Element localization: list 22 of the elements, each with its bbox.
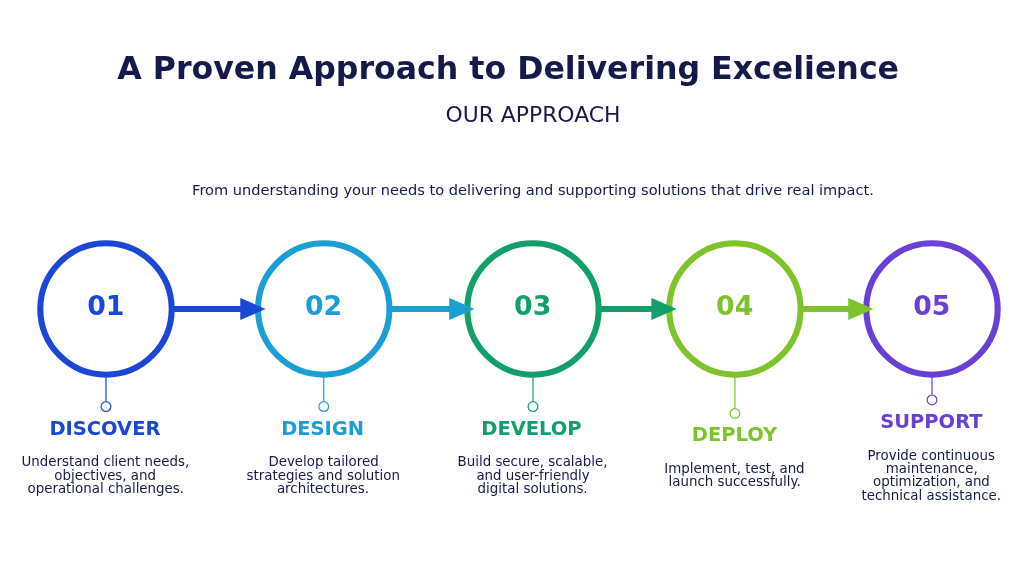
node-circle: 04 bbox=[666, 240, 804, 378]
label: From understanding your needs to delivering and supporting solutions that drive real impact. bbox=[192, 180, 874, 198]
label: OUR APPROACH bbox=[445, 102, 621, 128]
connector bbox=[729, 374, 741, 419]
node-text: DISCOVER Understand client needs, objectives, and operational challenges. bbox=[21, 416, 190, 497]
arrow bbox=[389, 297, 475, 320]
arrow bbox=[598, 297, 677, 321]
node-circle: 05 bbox=[863, 240, 1001, 378]
connector bbox=[100, 374, 112, 413]
node-circle: 02 bbox=[255, 240, 393, 378]
diagram-title: A Proven Approach to Delivering Excelience bbox=[117, 49, 900, 86]
connector bbox=[527, 374, 539, 413]
arrow bbox=[800, 297, 874, 321]
arrow bbox=[171, 297, 266, 320]
node-circle: 03 bbox=[464, 240, 602, 378]
connector bbox=[926, 374, 938, 406]
connector bbox=[318, 374, 330, 413]
node-text: DEPLOY Implement, test, and launch successfully. bbox=[664, 423, 805, 490]
node-text: DEVELOP Build secure, scalable, and user-friendly digital solutions. bbox=[457, 416, 608, 497]
node-text: SUPPORT Provide continuous maintenance, optimization, and technical assistance. bbox=[861, 409, 1002, 503]
node-text: DESIGN Develop tailored strategies and solution architectures. bbox=[246, 416, 400, 497]
node-circle: 01 bbox=[37, 240, 175, 378]
